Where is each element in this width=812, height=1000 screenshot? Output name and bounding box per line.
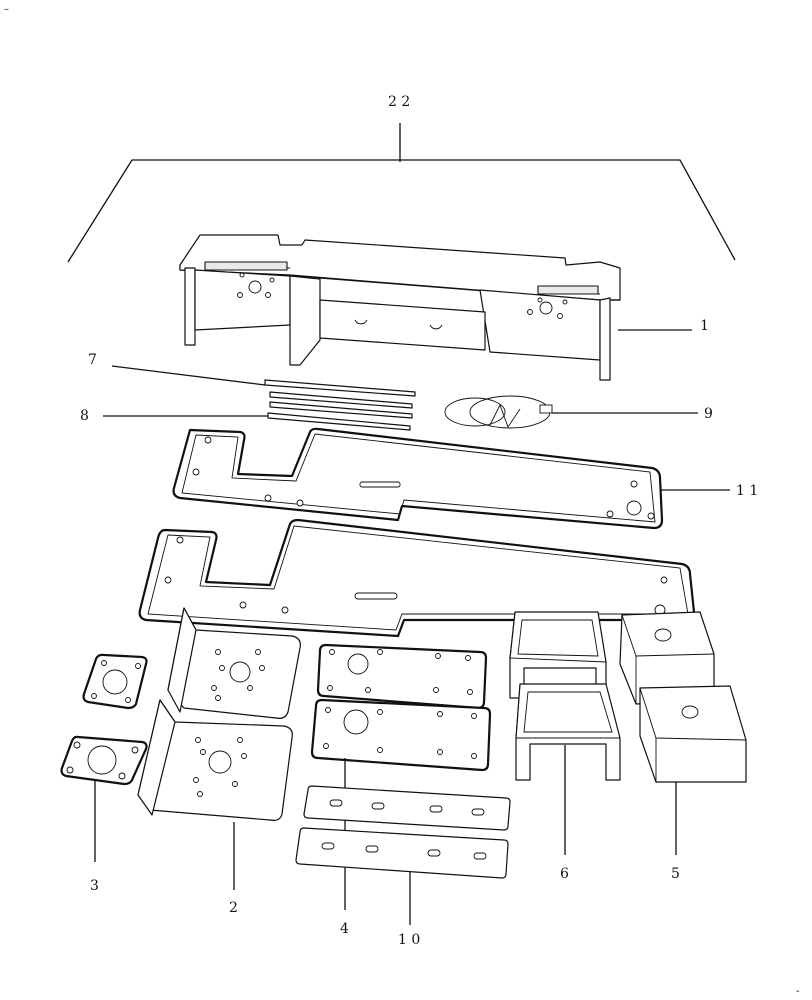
part-7-8-rods (264, 379, 416, 431)
part-5-blocks (619, 611, 747, 783)
callout-7: 7 (88, 352, 97, 368)
part-10-strips (295, 785, 511, 879)
part-2-lower-bracket (137, 699, 293, 821)
callout-6: 6 (560, 866, 569, 882)
part-6-channels (509, 611, 621, 781)
part-3-small-plates (60, 653, 148, 786)
callout-1: 1 (700, 318, 709, 334)
callout-8: 8 (80, 408, 89, 424)
callout-4: 4 (340, 921, 349, 937)
callout-11: 1 1 (736, 483, 758, 499)
part-9-wire-loop (444, 395, 553, 429)
callout-2: 2 (229, 900, 238, 916)
corner-mark-top-left: – (4, 4, 9, 15)
callout-9: 9 (704, 406, 713, 422)
part-1-frame (179, 234, 621, 381)
corner-mark-bottom-right: - (796, 986, 800, 997)
callout-10: 1 0 (398, 932, 420, 948)
callout-22: 2 2 (388, 94, 410, 110)
part-4-rect-plates (310, 643, 492, 772)
part-2-upper-bracket (167, 607, 301, 719)
lower-plate (138, 518, 696, 638)
callout-5: 5 (671, 866, 680, 882)
callout-3: 3 (90, 878, 99, 894)
assembly-bracket (67, 123, 736, 263)
part-11-upper-plate (172, 427, 664, 530)
